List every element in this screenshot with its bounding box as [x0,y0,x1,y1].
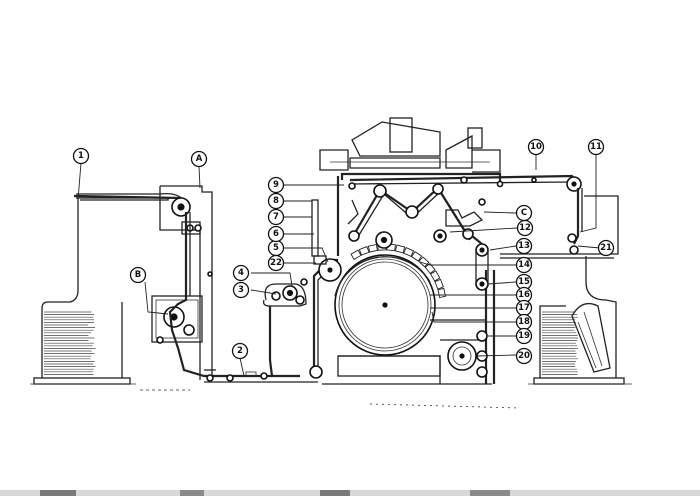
carding-section [264,118,618,384]
flat-segment [395,245,404,253]
callout-3: 3 [234,283,249,298]
callout-10: 10 [529,140,544,155]
svg-text:4: 4 [238,268,244,278]
svg-text:22: 22 [270,258,282,268]
svg-text:19: 19 [518,331,530,341]
callout-19: 19 [517,329,532,344]
callout-9: 9 [269,178,284,193]
svg-text:12: 12 [519,223,531,233]
flat-segment [435,279,443,289]
callout-5: 5 [269,241,284,256]
right-output-section [528,256,632,384]
svg-text:10: 10 [530,142,542,152]
svg-text:18: 18 [518,317,530,327]
flat-segment [351,250,361,259]
callout-18: 18 [517,315,532,330]
svg-text:9: 9 [273,180,279,190]
flat-segment [438,288,446,297]
callout-20: 20 [517,349,532,364]
callout-11: 11 [589,140,604,155]
svg-text:6: 6 [273,229,279,239]
svg-text:8: 8 [273,196,279,206]
svg-text:C: C [521,208,527,218]
svg-text:B: B [135,270,141,280]
svg-text:7: 7 [273,212,279,222]
callout-8: 8 [269,194,284,209]
callout-17: 17 [517,301,532,316]
left-fiber-stack [30,198,136,384]
svg-text:3: 3 [238,285,244,295]
svg-text:16: 16 [518,290,530,300]
callout-22: 22 [269,256,284,271]
callout-c: C [517,206,532,221]
svg-text:A: A [196,154,203,164]
svg-text:15: 15 [518,277,530,287]
callout-14: 14 [517,258,532,273]
callout-2: 2 [233,344,248,359]
callout-b: B [131,268,146,283]
svg-text:17: 17 [518,303,530,313]
flat-segment [404,248,414,257]
callout-7: 7 [269,210,284,225]
upper-housing [320,118,500,184]
callout-1: 1 [74,149,89,164]
main-cylinder [335,255,435,355]
callout-6: 6 [269,227,284,242]
svg-text:21: 21 [600,243,612,253]
callout-4: 4 [234,266,249,281]
callout-12: 12 [518,221,533,236]
flat-segment [368,245,377,253]
svg-text:5: 5 [273,243,279,253]
svg-text:14: 14 [518,260,530,270]
feed-rollers [264,279,307,376]
svg-text:1: 1 [78,151,84,161]
callout-a: A [192,152,207,167]
svg-text:20: 20 [518,351,530,361]
svg-text:2: 2 [237,346,243,356]
frame-b [152,296,202,343]
callout-21: 21 [599,241,614,256]
callout-13: 13 [517,239,532,254]
svg-text:11: 11 [590,142,602,152]
flat-segment [359,247,369,255]
svg-text:13: 13 [518,241,530,251]
